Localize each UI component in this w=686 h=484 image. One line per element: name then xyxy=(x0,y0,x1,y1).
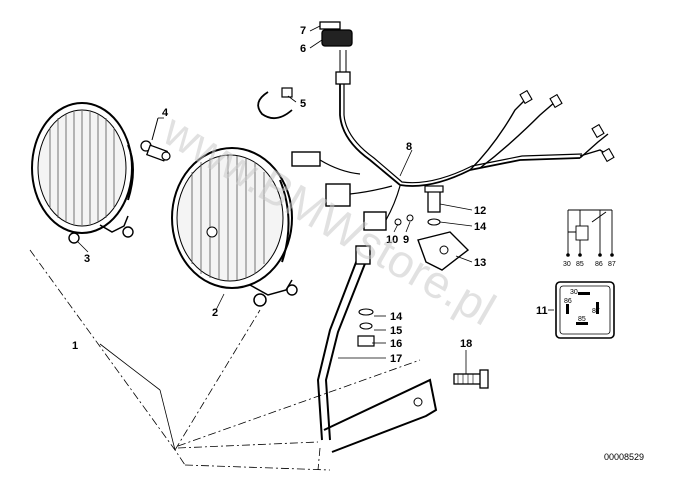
callout-16: 16 xyxy=(390,338,402,350)
callout-7: 7 xyxy=(300,25,306,37)
relay-pin-86: 86 xyxy=(564,298,572,305)
callout-4: 4 xyxy=(162,107,169,119)
callout-12: 12 xyxy=(474,205,486,217)
callout-1: 1 xyxy=(72,340,78,352)
relay-pin-87: 87 xyxy=(592,308,600,315)
fog-lamp-switch xyxy=(319,21,353,85)
relay-pin-30: 30 xyxy=(570,289,578,296)
callout-5: 5 xyxy=(300,98,306,110)
cable-strap xyxy=(257,87,293,120)
callout-17: 17 xyxy=(390,353,402,365)
small-fasteners xyxy=(394,214,414,226)
callout-14-upper: 14 xyxy=(474,221,487,233)
relay-terminal-87: 87 xyxy=(608,261,616,268)
relay-terminal-30: 30 xyxy=(563,261,571,268)
support-arm xyxy=(316,245,438,453)
bolt xyxy=(453,369,489,389)
callout-2: 2 xyxy=(212,307,218,319)
callout-8: 8 xyxy=(406,141,412,153)
relay-schematic: 30 85 86 87 xyxy=(563,209,616,268)
relay-terminal-85: 85 xyxy=(576,261,584,268)
callout-13: 13 xyxy=(474,257,486,269)
callout-3: 3 xyxy=(84,253,90,265)
callout-labels: 1 2 3 4 5 6 7 8 9 10 11 12 13 14 14 15 1… xyxy=(72,25,548,365)
callout-9: 9 xyxy=(403,234,409,246)
leader-lines xyxy=(29,25,554,471)
callout-15: 15 xyxy=(390,325,402,337)
callout-18: 18 xyxy=(460,338,472,350)
fog-lamp-bulb xyxy=(140,117,171,162)
relay: 30 86 87 85 xyxy=(555,281,615,339)
mounting-bracket xyxy=(417,185,470,271)
relay-pin-85: 85 xyxy=(578,316,586,323)
wiring-harness xyxy=(291,84,615,231)
reference-number: 00008529 xyxy=(604,452,644,462)
fog-lamp-left xyxy=(31,102,134,244)
callout-6: 6 xyxy=(300,43,306,55)
fog-lamp-right xyxy=(171,147,298,307)
callout-10: 10 xyxy=(386,234,398,246)
relay-terminal-86: 86 xyxy=(595,261,603,268)
callout-14-lower: 14 xyxy=(390,311,403,323)
callout-11: 11 xyxy=(536,305,548,317)
